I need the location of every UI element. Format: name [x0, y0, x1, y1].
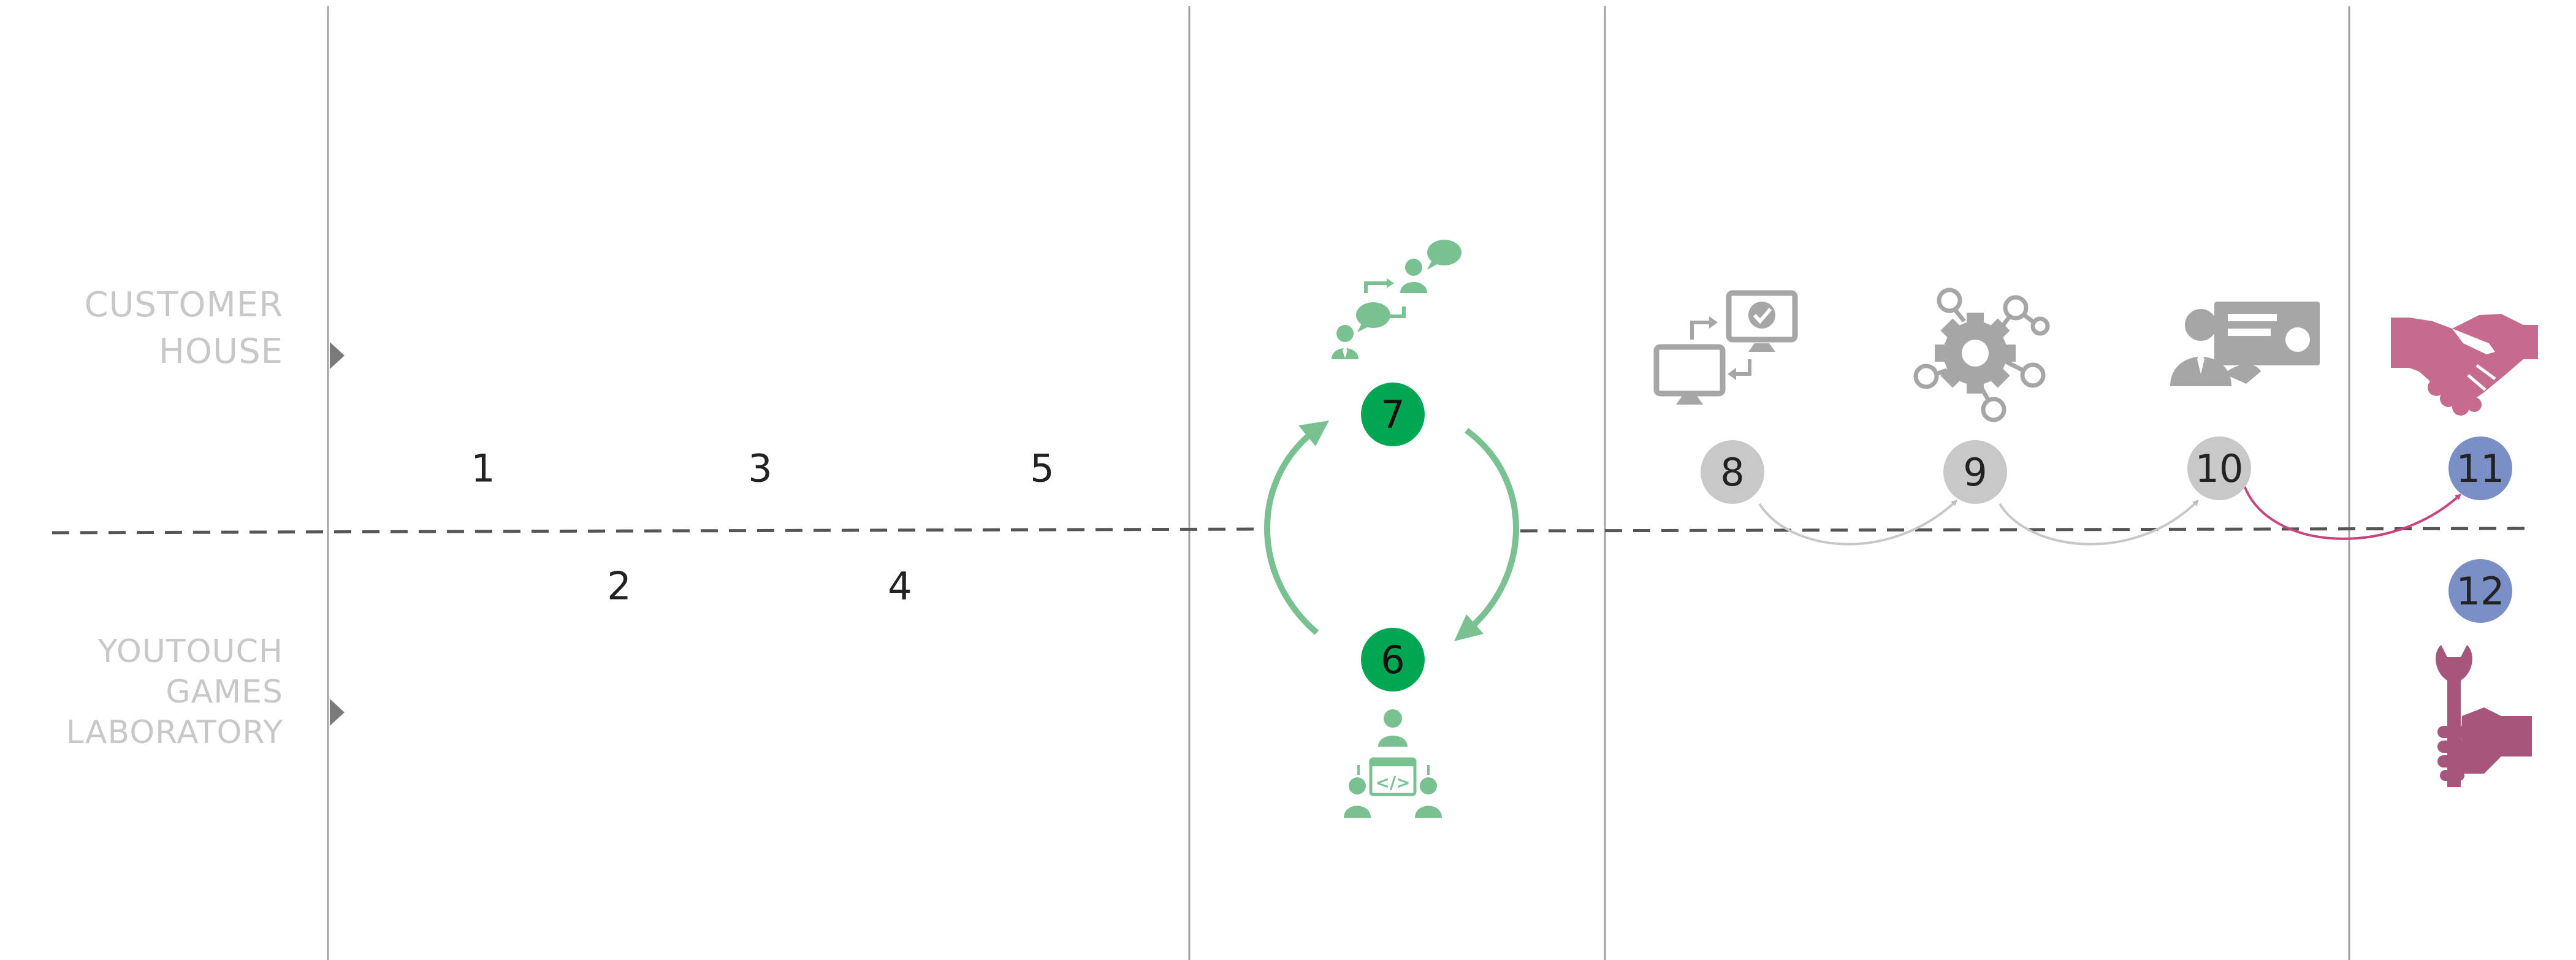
cycle-arrow-down: [1464, 427, 1519, 634]
wrench-hand-icon: [2436, 645, 2532, 787]
cycle-arrow-up: [1264, 426, 1319, 635]
lane-label-line: CUSTOMER: [84, 285, 283, 325]
lane-label-laboratory: YOUTOUCH GAMES LABORATORY: [66, 631, 283, 753]
step-8-circle: [1701, 440, 1764, 504]
step-4-label: 4: [888, 563, 912, 609]
connector-9-10: [1999, 500, 2199, 546]
step-7-circle: [1361, 383, 1425, 446]
certificate-person-icon: [2170, 302, 2320, 386]
cycle-arrow-down-head: [1454, 614, 1484, 641]
lane-label-customer: CUSTOMER HOUSE: [84, 282, 283, 375]
step-10-label: 10: [2195, 446, 2244, 491]
lane-label-line: HOUSE: [158, 331, 283, 371]
step-3-label: 3: [748, 446, 772, 491]
handshake-icon: [2391, 314, 2538, 416]
step-6-label: 6: [1381, 638, 1404, 682]
step-11-circle: [2448, 436, 2512, 500]
step-12-circle: [2448, 559, 2512, 623]
svg-text:</>: </>: [1375, 772, 1410, 793]
code-team-icon: </>: [1344, 709, 1442, 818]
cycle-arrow-up-head: [1298, 421, 1329, 446]
lane-label-line: GAMES: [166, 674, 283, 711]
connector-10-11: [2243, 484, 2461, 540]
chat-people-icon: [1332, 240, 1461, 359]
step-9-circle: [1943, 440, 2007, 504]
step-12-label: 12: [2456, 569, 2505, 614]
lane-label-line: LABORATORY: [66, 714, 283, 752]
step-5-label: 5: [1030, 446, 1054, 491]
tie-icon: [1343, 346, 1347, 358]
step-9-label: 9: [1963, 450, 1987, 495]
step-1-label: 1: [471, 446, 495, 491]
step-7-label: 7: [1381, 392, 1404, 437]
step-10-circle: [2187, 436, 2251, 500]
connector-8-9: [1758, 500, 1957, 546]
lane-marker-laboratory: [330, 699, 345, 726]
step-11-label: 11: [2456, 446, 2505, 491]
step-2-label: 2: [607, 563, 631, 609]
lane-marker-customer: [330, 342, 345, 369]
lane-boundary-left: [51, 527, 1265, 535]
computer-transfer-icon: [1653, 290, 1798, 405]
step-8-label: 8: [1720, 450, 1744, 495]
lane-boundary-right: [1520, 527, 2526, 533]
lane-label-line: YOUTOUCH: [97, 633, 283, 670]
step-6-circle: [1361, 628, 1425, 691]
gear-network-icon: [1913, 288, 2050, 422]
